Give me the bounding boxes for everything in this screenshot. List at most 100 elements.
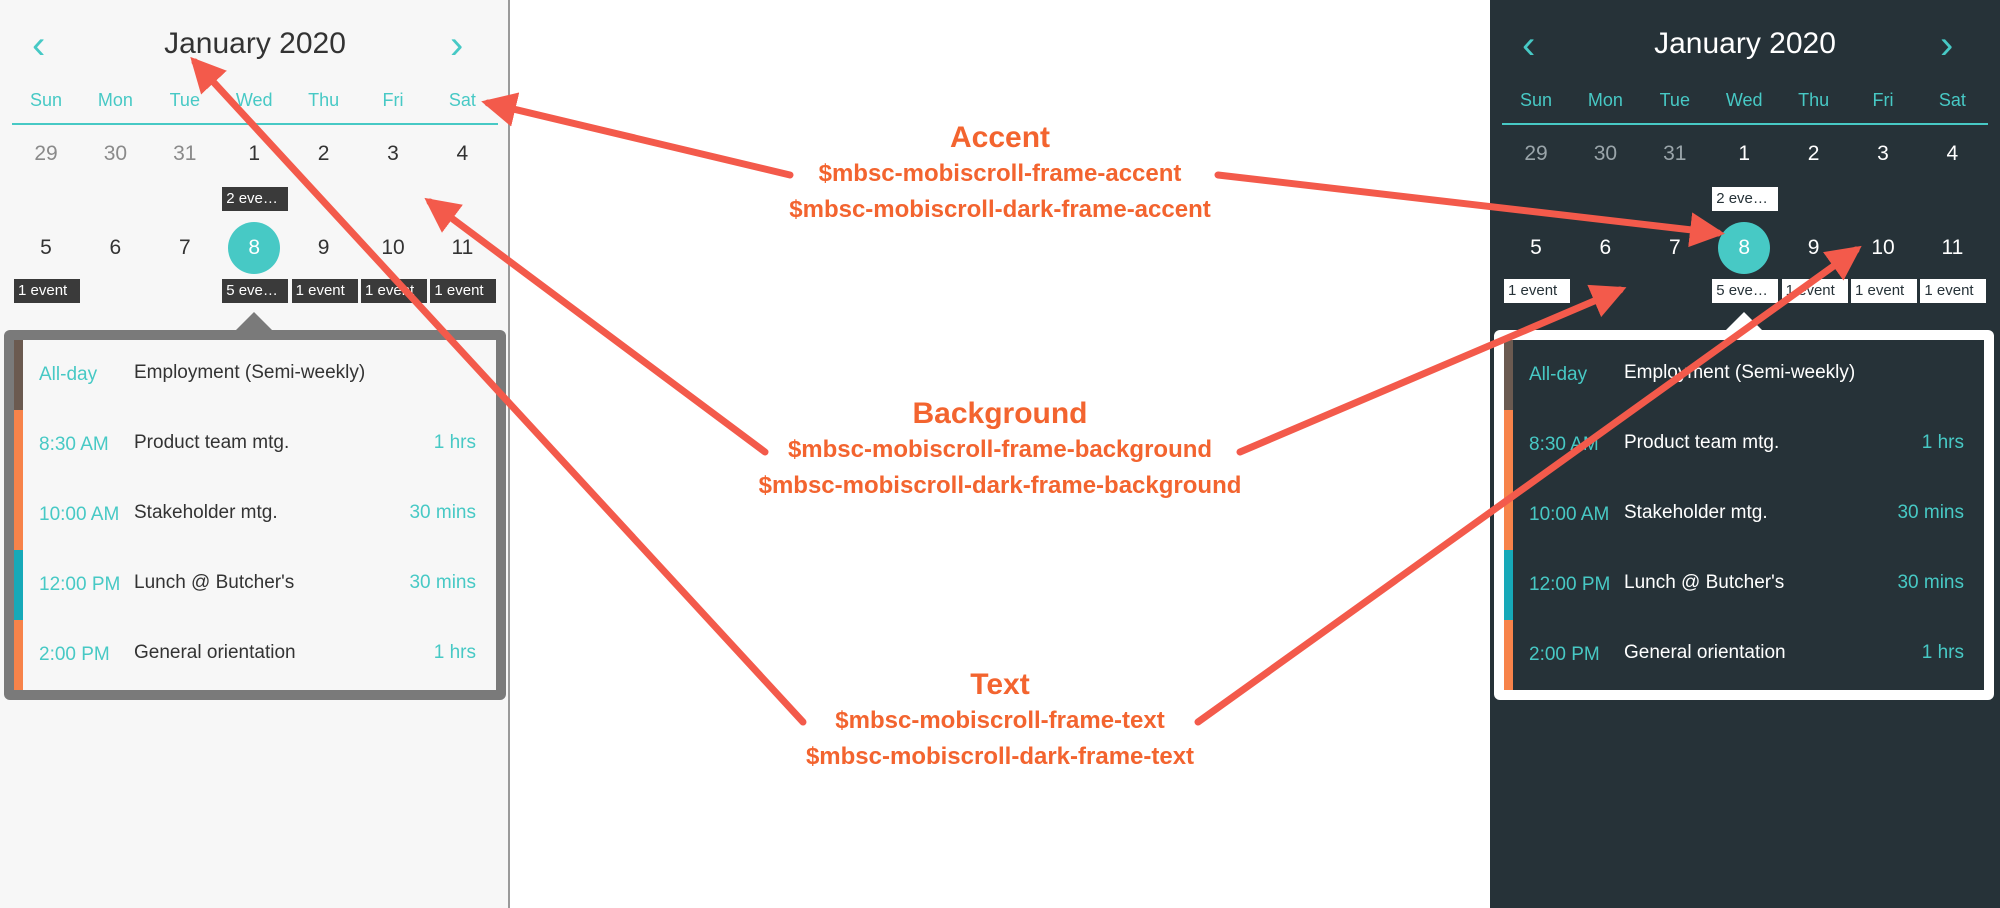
day-cell[interactable]: 6 [109,236,122,259]
event-count-label[interactable]: 1 event [14,279,80,303]
day-cell[interactable]: 7 [1668,236,1681,259]
weekday-tue: Tue [169,90,200,110]
callout-text-var-dark: $mbsc-mobiscroll-dark-frame-text [805,743,1195,770]
day-cell[interactable]: 29 [34,142,58,165]
event-color-bar [1504,620,1513,690]
weekday-sat: Sat [1938,90,1966,110]
event-time: All-day [39,364,98,385]
weekday-divider [1502,123,1988,125]
selected-day[interactable]: 8 [228,222,281,274]
callout-text-heading: Text [970,668,1030,701]
next-month-icon[interactable]: › [1940,23,1954,67]
prev-month-icon[interactable]: ‹ [1522,23,1536,67]
selected-day[interactable]: 8 [1718,222,1771,274]
event-title: Stakeholder mtg. [134,502,278,523]
event-count-label[interactable]: 1 event [361,279,427,303]
day-cell[interactable]: 30 [103,142,128,165]
day-cell[interactable]: 30 [1593,142,1618,165]
weekday-sat: Sat [448,90,476,110]
event-count-label[interactable]: 2 eve… [1712,187,1779,211]
weekday-tue: Tue [1659,90,1690,110]
day-cell[interactable]: 9 [317,236,330,259]
event-count-label[interactable]: 1 event [1504,279,1570,303]
event-color-bar [14,480,23,550]
day-cell[interactable]: 5 [1530,236,1542,259]
callout-text: Text $mbsc-mobiscroll-frame-text $mbsc-m… [700,667,1300,775]
event-count-label[interactable]: 5 eve… [222,279,289,303]
event-title: Lunch @ Butcher's [1624,572,1785,593]
day-cell[interactable]: 2 [1807,142,1820,165]
event-duration: 1 hrs [1921,642,1964,663]
day-cell[interactable]: 1 [1738,142,1751,165]
day-cell[interactable]: 9 [1807,236,1820,259]
event-title: General orientation [1624,642,1786,663]
day-cell[interactable]: 3 [387,142,399,165]
day-cell[interactable]: 11 [1941,236,1964,259]
day-cell[interactable]: 5 [40,236,52,259]
callout-background-var-dark: $mbsc-mobiscroll-dark-frame-background [758,472,1242,499]
event-title: Lunch @ Butcher's [134,572,295,593]
event-count-label[interactable]: 1 event [1781,279,1848,303]
day-cell[interactable]: 31 [1663,142,1687,165]
event-count-label[interactable]: 1 event [1920,279,1987,303]
event-duration: 1 hrs [433,432,476,453]
weekday-wed: Wed [235,90,273,110]
day-cell[interactable]: 7 [178,236,191,259]
next-month-icon[interactable]: › [450,23,464,67]
event-color-bar [1504,340,1513,410]
popup-caret [236,312,273,330]
event-count-label[interactable]: 5 eve… [1712,279,1779,303]
weekday-wed: Wed [1725,90,1763,110]
month-title: January 2020 [1654,27,1836,60]
event-time: 2:00 PM [1529,644,1600,665]
event-duration: 1 hrs [1921,432,1964,453]
event-title: Product team mtg. [134,432,290,453]
day-cell[interactable]: 6 [1599,236,1612,259]
event-color-bar [14,340,23,410]
callout-background-heading: Background [912,397,1088,430]
event-count-label[interactable]: 1 event [430,279,497,303]
weekday-fri: Fri [382,90,404,110]
event-time: 12:00 PM [1529,574,1611,595]
event-item[interactable]: 2:00 PM General orientation 1 hrs [1504,620,1984,690]
event-title: General orientation [134,642,296,663]
event-count-label[interactable]: 1 event [1851,279,1917,303]
prev-month-icon[interactable]: ‹ [32,23,46,67]
day-cell[interactable]: 4 [1946,142,1959,165]
day-cell[interactable]: 10 [1871,236,1895,259]
day-cell[interactable]: 4 [456,142,469,165]
day-cell[interactable]: 29 [1524,142,1548,165]
event-color-bar [14,620,23,690]
event-duration: 30 mins [409,502,476,523]
weekday-fri: Fri [1872,90,1894,110]
weekday-sun: Sun [1519,90,1553,110]
day-cell[interactable]: 31 [173,142,197,165]
event-duration: 1 hrs [433,642,476,663]
day-cell[interactable]: 11 [451,236,474,259]
day-cell[interactable]: 3 [1877,142,1889,165]
event-count-label[interactable]: 1 event [291,279,358,303]
event-color-bar [14,550,23,620]
event-color-bar [1504,480,1513,550]
month-title: January 2020 [164,27,346,60]
event-time: All-day [1529,364,1588,385]
day-cell[interactable]: 1 [248,142,261,165]
event-count-label[interactable]: 2 eve… [222,187,289,211]
day-cell[interactable]: 10 [381,236,405,259]
day-cell[interactable]: 2 [317,142,330,165]
event-title: Product team mtg. [1624,432,1780,453]
event-duration: 30 mins [409,572,476,593]
callout-accent: Accent $mbsc-mobiscroll-frame-accent $mb… [700,120,1300,228]
